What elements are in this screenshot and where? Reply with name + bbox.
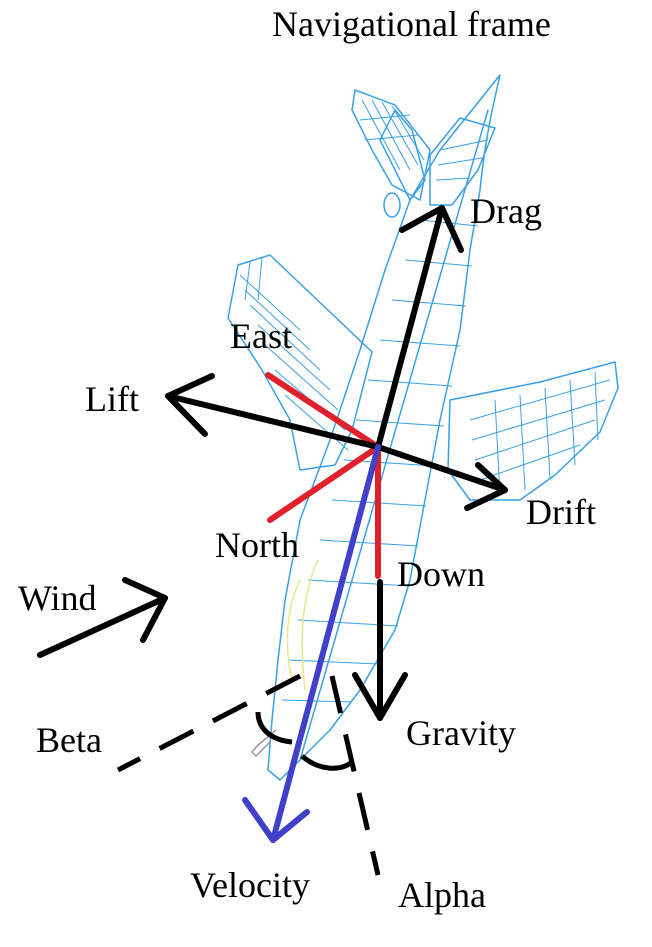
beta-dashed-line: [116, 673, 302, 773]
down-label: Down: [397, 554, 485, 594]
engine-nozzle: [383, 192, 401, 218]
fuselage-centerline: [299, 109, 489, 761]
drag-arrowhead: [399, 205, 464, 253]
navigation-axes: [265, 372, 381, 579]
fuselage-outline: [267, 74, 501, 781]
angle-markers: [116, 673, 381, 876]
wind-label: Wind: [18, 578, 97, 618]
diagram-title: Navigational frame: [272, 4, 551, 44]
velocity-vector: [242, 444, 381, 843]
tail-right-ribs: [435, 139, 489, 181]
aircraft-drawing: [227, 74, 619, 781]
left-wing: [227, 254, 373, 471]
drift-label: Drift: [526, 492, 596, 532]
east-axis: [265, 372, 381, 450]
drift-arrowhead: [464, 462, 508, 511]
force-vectors: [37, 205, 508, 721]
velocity-label: Velocity: [190, 865, 310, 905]
drift-vector: [375, 444, 508, 511]
gravity-arrowhead: [352, 672, 408, 721]
tail-left-ribs: [359, 99, 425, 171]
beta-arc: [255, 711, 293, 745]
east-label: East: [230, 316, 292, 356]
canopy: [286, 559, 319, 691]
alpha-arc: [300, 754, 354, 771]
lift-arrowhead: [165, 373, 215, 437]
beta-label: Beta: [36, 720, 102, 760]
drag-label: Drag: [470, 191, 542, 231]
north-label: North: [215, 525, 299, 565]
gravity-vector: [352, 579, 408, 721]
right-wing: [447, 361, 619, 501]
velocity-arrowhead: [242, 797, 310, 843]
wind-vector: [37, 577, 168, 658]
drag-vector: [375, 205, 464, 450]
alpha-dashed-line: [329, 675, 381, 876]
nose-probe: [251, 729, 277, 757]
alpha-label: Alpha: [398, 875, 486, 915]
lift-label: Lift: [85, 379, 139, 419]
gravity-label: Gravity: [406, 713, 516, 753]
tail-left-stabilizer: [351, 89, 431, 201]
tail-right-stabilizer: [429, 117, 496, 206]
right-wing-ribs: [469, 371, 611, 496]
wind-arrowhead: [122, 577, 168, 643]
lift-vector: [165, 373, 381, 450]
north-axis: [267, 444, 381, 523]
vertical-fin: [379, 109, 426, 201]
